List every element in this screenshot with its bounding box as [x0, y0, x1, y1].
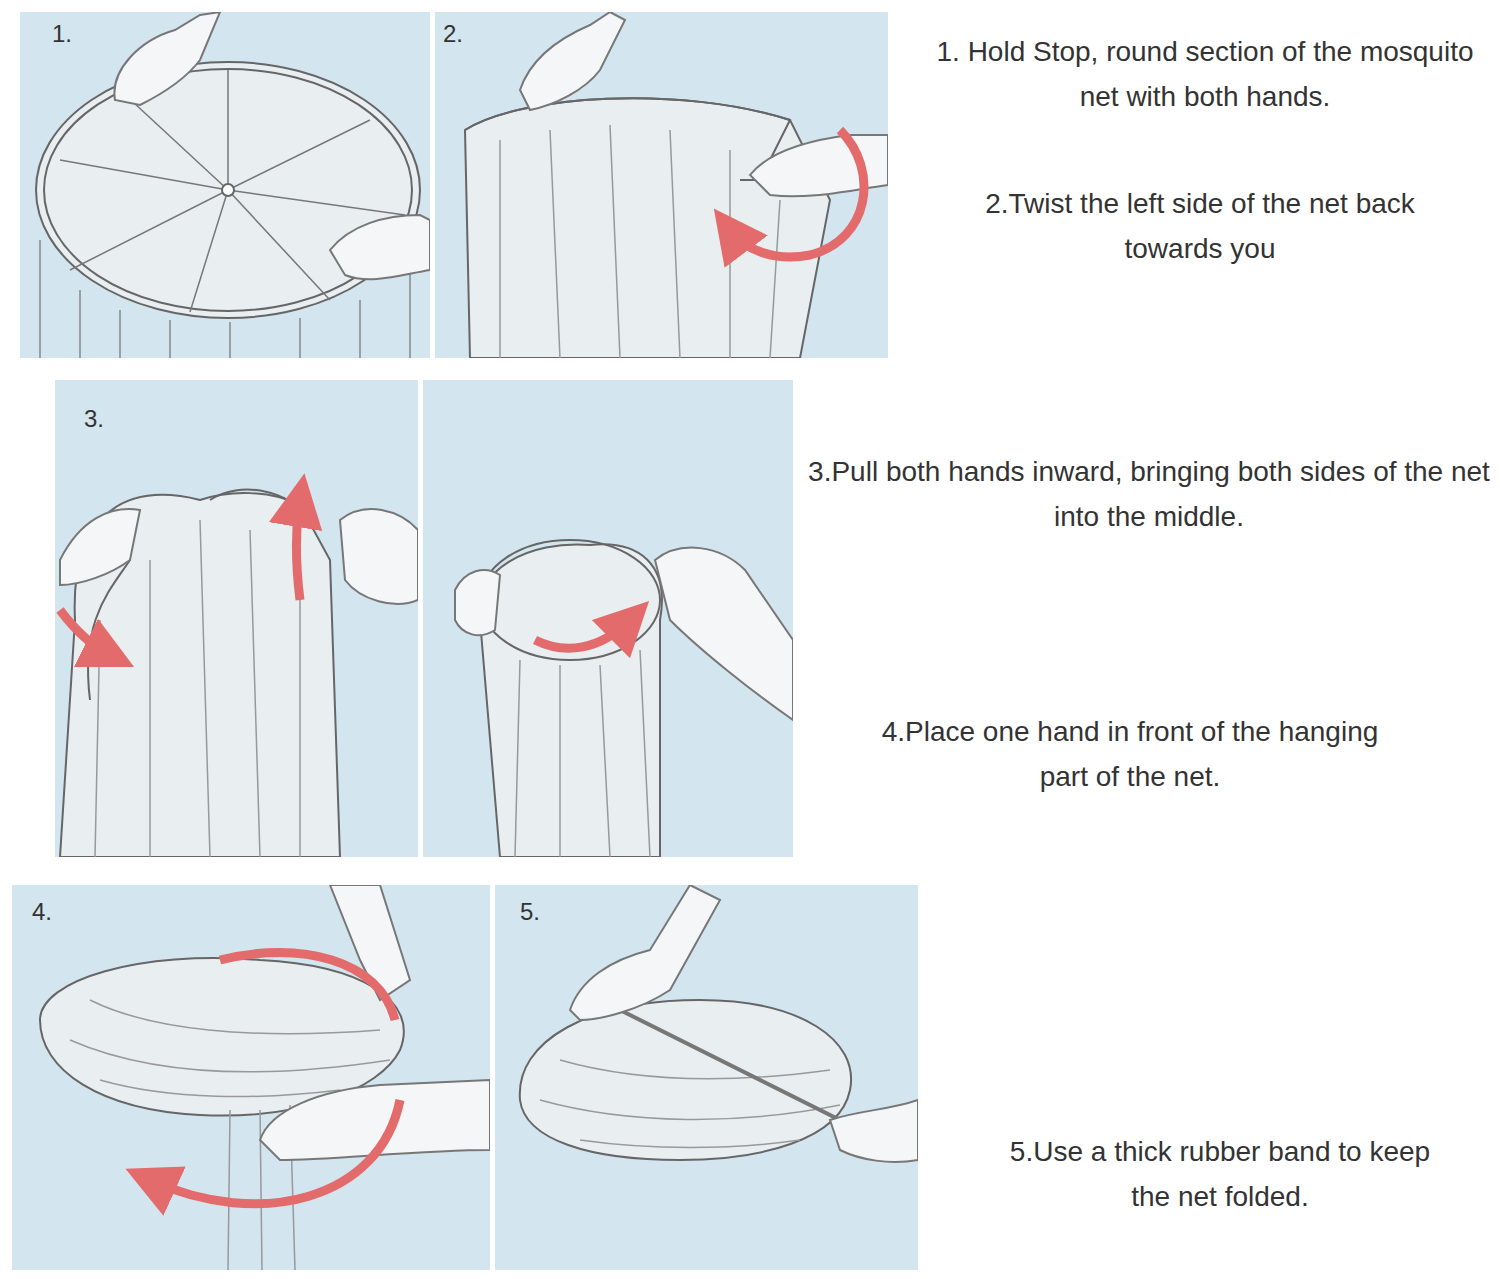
net-inward	[455, 540, 793, 857]
net-inward	[60, 490, 418, 857]
step-number: 3.	[84, 405, 104, 433]
step-instruction: 2.Twist the left side of the net back to…	[965, 182, 1435, 272]
net-rubber-band	[520, 885, 918, 1162]
panel	[12, 12, 918, 1270]
step-instruction: 5.Use a thick rubber band to keep the ne…	[1000, 1130, 1440, 1220]
net-folding	[40, 885, 490, 1270]
step-instruction: 4.Place one hand in front of the hanging…	[880, 710, 1380, 800]
net-twist	[465, 12, 888, 358]
step-number: 2.	[443, 20, 463, 48]
net-top-view	[36, 12, 430, 358]
step-instruction: 1. Hold Stop, round section of the mosqu…	[935, 30, 1475, 120]
step-number: 5.	[520, 898, 540, 926]
step-number: 1.	[52, 20, 72, 48]
step-instruction: 3.Pull both hands inward, bringing both …	[804, 450, 1494, 540]
step-number: 4.	[32, 898, 52, 926]
